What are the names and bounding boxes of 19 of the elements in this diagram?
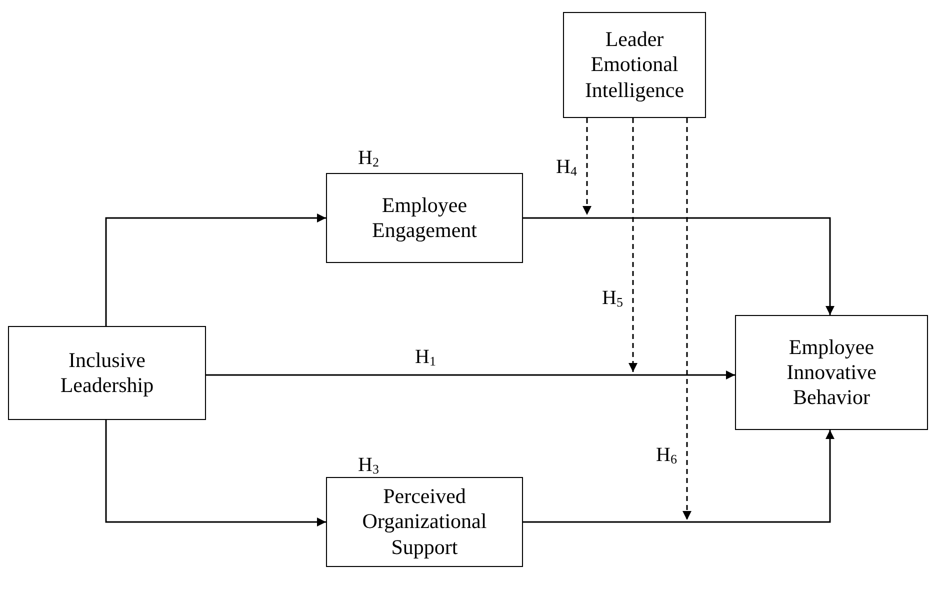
arrow	[523, 217, 834, 315]
dashed-arrow	[582, 118, 592, 215]
edge-label: H$_{6}$	[656, 445, 677, 465]
concept-box: Employee Innovative Behavior	[735, 315, 928, 430]
concept-box: Leader Emotional Intelligence	[563, 12, 706, 118]
edge-label: H$_{5}$	[602, 288, 623, 308]
concept-box: Inclusive Leadership	[8, 326, 206, 420]
concept-box: Employee Engagement	[326, 173, 523, 263]
arrow	[206, 370, 735, 380]
hypothesis-label: H$_{2}$	[358, 148, 379, 168]
arrow	[105, 214, 326, 326]
arrow	[523, 430, 834, 523]
dashed-arrow	[628, 118, 638, 372]
concept-box: Perceived Organizational Support	[326, 477, 523, 567]
hypothesis-label: H$_{3}$	[358, 455, 379, 475]
arrow	[105, 420, 326, 526]
dashed-arrow	[682, 118, 692, 520]
edge-label: H$_{1}$	[415, 347, 436, 367]
edge-label: H$_{4}$	[556, 157, 577, 177]
